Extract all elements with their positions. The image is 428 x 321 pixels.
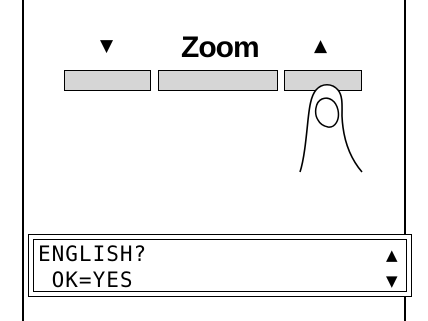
zoom-label: Zoom (181, 31, 260, 64)
lcd-display: ENGLISH? OK=YES ▲ ▼ (28, 234, 412, 297)
down-arrow-icon: ▼ (100, 36, 114, 56)
lcd-screen (33, 239, 407, 292)
zoom-key[interactable] (158, 70, 278, 91)
frame-right-border (404, 0, 406, 321)
scroll-down-icon: ▼ (386, 272, 398, 290)
frame-left-border (22, 0, 24, 321)
zoom-down-key[interactable] (64, 70, 151, 91)
lcd-line-2: OK=YES (38, 268, 134, 292)
scroll-up-icon: ▲ (386, 246, 398, 264)
lcd-line-1: ENGLISH? (38, 242, 148, 266)
up-arrow-icon: ▲ (314, 36, 328, 56)
